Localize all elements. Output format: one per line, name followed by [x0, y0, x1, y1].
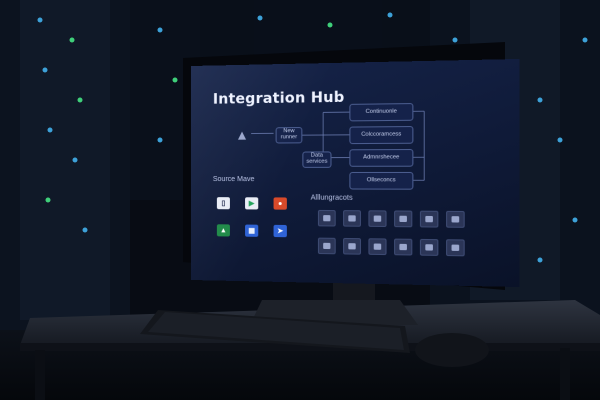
settings-icon[interactable] [394, 210, 413, 228]
user-icon[interactable] [394, 238, 413, 256]
output-node-4[interactable]: Ollseconcs [349, 171, 414, 190]
output-label: Colccoramcess [361, 130, 402, 138]
bell-icon[interactable] [446, 210, 465, 228]
mouse [415, 333, 489, 367]
calendar-icon[interactable] [343, 237, 361, 255]
chat-icon[interactable] [368, 210, 387, 228]
output-label: Ollseconcs [366, 176, 396, 184]
output-node-2[interactable]: Colccoramcess [349, 125, 414, 145]
send-icon[interactable]: ➤ [273, 224, 287, 238]
hub-node-label: Data services [306, 152, 328, 165]
user-icon [237, 131, 247, 140]
output-node-1[interactable]: Continuonle [349, 103, 414, 122]
output-label: Continuonle [365, 108, 397, 115]
folder-icon[interactable] [317, 237, 336, 255]
mail-icon[interactable] [419, 238, 439, 256]
database-icon[interactable] [343, 210, 361, 227]
hub-node-runner[interactable]: New runner [275, 126, 303, 144]
shield-icon[interactable]: ● [273, 197, 287, 210]
output-node-3[interactable]: Admnrshecee [349, 148, 414, 167]
play-store-icon[interactable]: ▶ [245, 197, 259, 210]
source-label: Source Mave [212, 176, 255, 184]
monitor-screen: Integration Hub New runner Data services… [191, 58, 520, 288]
gear-icon[interactable] [368, 238, 387, 256]
storage-icon[interactable] [419, 210, 439, 228]
source-node[interactable] [237, 127, 247, 140]
output-label: Admnrshecee [363, 153, 400, 161]
hub-node-label: New runner [280, 128, 298, 141]
doc-icon[interactable]: ▯ [216, 197, 230, 210]
apps-label: Alllungracots [310, 194, 353, 202]
chat-icon[interactable] [446, 239, 465, 257]
hub-node-services[interactable]: Data services [302, 151, 332, 168]
android-icon[interactable]: ▲ [216, 224, 230, 237]
calendar-icon[interactable]: ▦ [245, 224, 259, 237]
user-icon[interactable] [317, 209, 336, 227]
